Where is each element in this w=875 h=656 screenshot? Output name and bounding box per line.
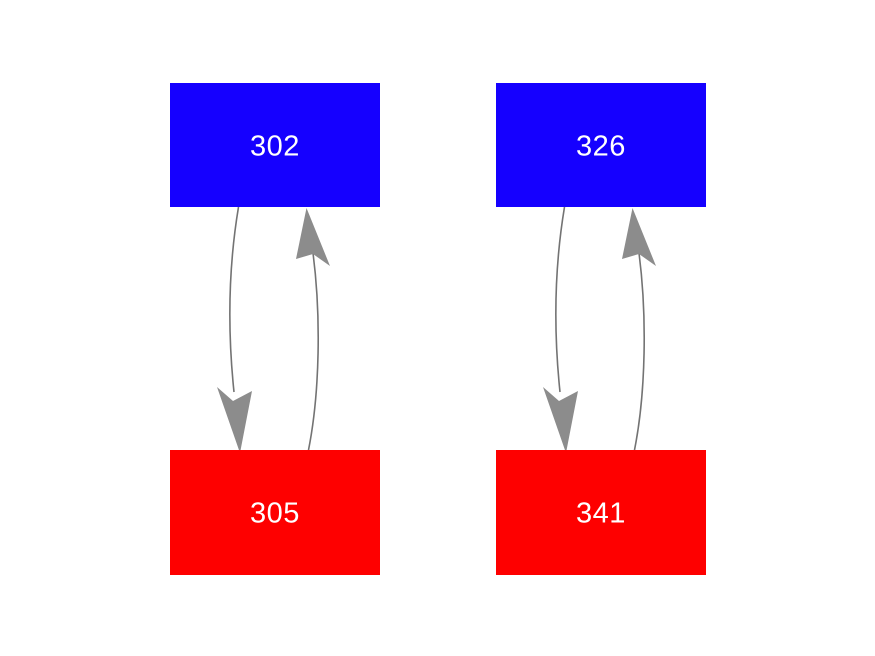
edge-326-to-341-arrowhead [543,387,578,453]
edge-341-to-326-line [633,252,645,451]
node-326-box [496,83,706,207]
edge-302-to-305-arrowhead [217,387,252,453]
edge-326-to-341-line [554,206,566,393]
edge-341-to-326[interactable] [622,208,656,451]
node-305-label: 305 [250,498,300,530]
node-302-box [170,83,380,207]
edge-302-to-305-line [228,206,240,393]
node-341-box [496,450,706,575]
node-341-label: 341 [576,498,626,530]
node-305-box [170,450,380,575]
node-305[interactable]: 305 [170,450,380,575]
node-326-label: 326 [576,131,626,163]
edge-305-to-302-line [307,252,319,451]
edge-326-to-341[interactable] [543,206,578,453]
node-302[interactable]: 302 [170,83,380,207]
edge-305-to-302-arrowhead [296,208,330,266]
node-302-label: 302 [250,131,300,163]
edge-341-to-326-arrowhead [622,208,656,266]
node-326[interactable]: 326 [496,83,706,207]
edge-305-to-302[interactable] [296,208,330,451]
edge-302-to-305[interactable] [217,206,252,453]
node-341[interactable]: 341 [496,450,706,575]
